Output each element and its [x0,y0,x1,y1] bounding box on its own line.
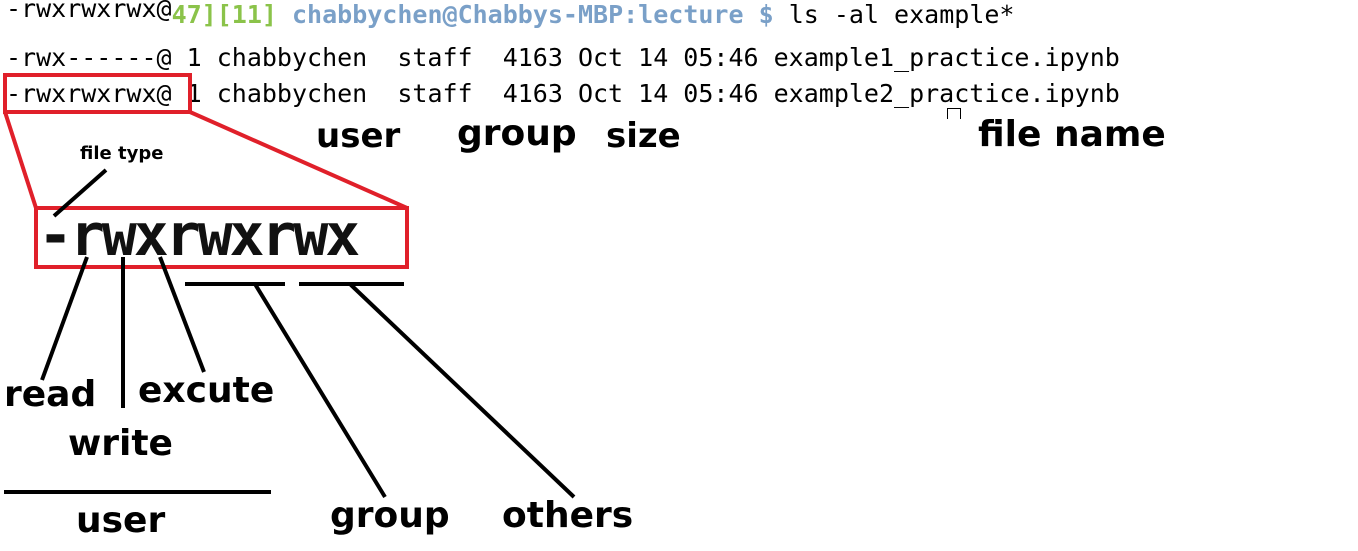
group-pointer [253,282,387,499]
column-label-size: size [606,116,681,156]
read-label: read [4,374,97,415]
column-label-user: user [316,116,401,156]
line1-history: 47][11] [171,0,277,29]
large-highlight-box [34,206,409,269]
file-type-label: file type [80,143,164,164]
line1-command: ls -al example* [788,0,1015,29]
column-label-group: group [457,113,577,154]
execute-label: excute [138,370,275,411]
zoom-connector-left [3,111,38,209]
line3-permissions: -rwxrwxrwx [6,79,157,108]
text-cursor [947,108,961,119]
group-class-label: group [330,495,450,536]
column-label-file-name: file name [978,114,1166,155]
file-type-pointer [52,168,108,218]
zoom-connector-right [189,110,408,210]
line1-prefix: -rwxrwxrwx@ [6,0,172,23]
others-pointer [348,282,576,499]
others-class-label: others [502,495,634,536]
terminal-line-1: -rwxrwxrwx@47][11] chabbychen@Chabbys-MB… [6,0,1014,30]
user-class-label: user [76,500,166,541]
read-pointer [40,256,89,381]
terminal-line-3: -rwxrwxrwx@ 1 chabbychen staff 4163 Oct … [6,79,1120,109]
write-label: write [68,423,173,464]
small-highlight-box [3,73,192,114]
line3-rest: @ 1 chabbychen staff 4163 Oct 14 05:46 e… [156,79,1120,108]
terminal-line-2: -rwx------@ 1 chabbychen staff 4163 Oct … [6,43,1120,72]
line1-prompt: chabbychen@Chabbys-MBP:lecture $ [292,0,774,29]
execute-pointer [158,256,206,373]
permissions-zoomed: -rwxrwxrwx [38,201,360,269]
